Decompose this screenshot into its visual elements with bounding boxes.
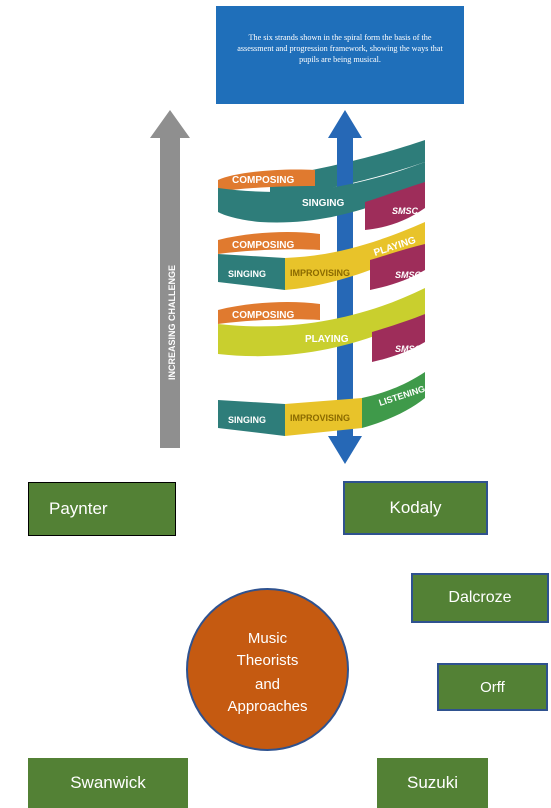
dalcroze-box: Dalcroze [411,573,549,623]
band-improvising-1 [285,222,425,290]
band-smsc-2 [370,244,425,290]
center-line-2: Theorists [236,652,299,669]
center-line-1: Music [247,630,288,647]
band-composing-3 [218,302,320,324]
info-box: The six strands shown in the spiral form… [216,6,464,104]
band-listening [362,372,425,428]
challenge-label: INCREASING CHALLENGE [167,265,177,380]
suzuki-label: Suzuki [406,773,459,792]
paynter-box: Paynter [28,482,176,536]
band-playing-2 [218,288,425,357]
label-improvising-1: IMPROVISING [290,268,350,278]
band-improvising-2 [285,398,362,436]
kodaly-box: Kodaly [343,481,488,535]
band-smsc-3 [372,314,425,362]
swanwick-box: Swanwick [28,758,188,808]
vertical-arrow [328,110,362,464]
label-composing-1: COMPOSING [232,175,294,186]
band-singing-3 [218,400,285,436]
band-smsc-1 [365,182,425,230]
label-composing-2: COMPOSING [232,240,294,251]
label-smsc-2: SMSC [395,270,422,280]
label-singing-3: SINGING [228,415,266,425]
spiral-diagram: INCREASING CHALLENGE COMPOSING SINGING S… [150,110,426,464]
kodaly-label: Kodaly [389,498,442,517]
suzuki-box: Suzuki [377,758,488,808]
label-singing-2: SINGING [228,269,266,279]
band-composing-1 [218,169,315,192]
center-line-4: Approaches [227,698,308,715]
center-line-3: and [254,676,281,693]
orff-label: Orff [480,678,505,696]
label-smsc-1: SMSC [392,206,419,216]
info-box-text: The six strands shown in the spiral form… [237,33,443,64]
label-smsc-3: SMSC [395,344,422,354]
label-playing-2: PLAYING [305,334,349,345]
challenge-arrow [150,110,190,448]
label-composing-3: COMPOSING [232,310,294,321]
band-singing-2 [218,254,285,290]
center-circle: Music Theorists and Approaches [186,588,349,751]
dalcroze-label: Dalcroze [448,589,512,606]
orff-box: Orff [437,663,548,711]
label-singing-1: SINGING [302,198,344,209]
paynter-label: Paynter [49,499,108,518]
band-1-front [218,162,425,223]
label-improvising-2: IMPROVISING [290,413,350,423]
swanwick-label: Swanwick [70,773,146,792]
band-composing-2 [218,232,320,254]
